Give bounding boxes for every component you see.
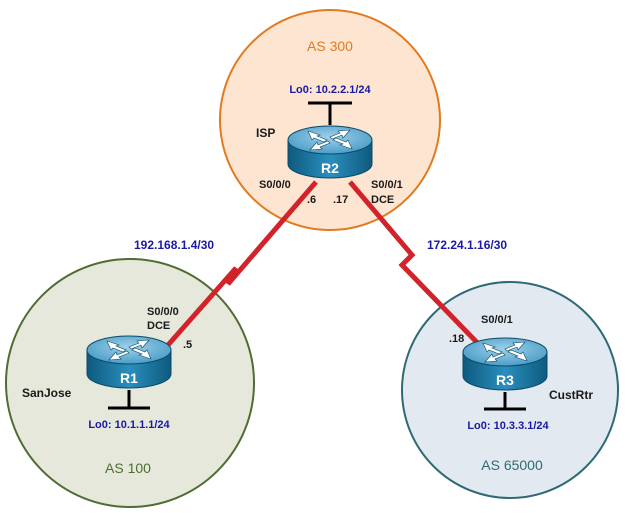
router-r3-custrtr[interactable]: R3 xyxy=(462,337,548,391)
isp-loopback-symbol xyxy=(308,101,352,125)
sanjose-hostname: SanJose xyxy=(22,386,72,400)
link-sanjose-isp xyxy=(151,180,318,364)
sanjose-loopback-symbol xyxy=(108,390,150,410)
link-isp-custrtr xyxy=(348,180,494,360)
router-r2-id: R2 xyxy=(321,160,339,176)
router-r3-id: R3 xyxy=(496,372,514,388)
sanjose-s000-address: .5 xyxy=(183,339,192,351)
custrtr-hostname: CustRtr xyxy=(549,388,593,402)
network-isp-custrtr: 172.24.1.16/30 xyxy=(427,238,507,252)
custrtr-loopback-address: Lo0: 10.3.3.1/24 xyxy=(467,420,549,432)
isp-s000-address: .6 xyxy=(307,194,316,206)
sanjose-s000-interface: S0/0/0 xyxy=(147,306,179,318)
isp-s001-dce: DCE xyxy=(371,194,394,206)
isp-loopback-address: Lo0: 10.2.2.1/24 xyxy=(289,84,371,96)
custrtr-loopback-symbol xyxy=(484,392,526,411)
sanjose-s000-dce: DCE xyxy=(147,320,170,332)
router-r1-id: R1 xyxy=(120,370,138,386)
isp-hostname: ISP xyxy=(256,126,275,140)
isp-s000-interface: S0/0/0 xyxy=(259,179,291,191)
as100-label: AS 100 xyxy=(105,460,151,476)
custrtr-s001-interface: S0/0/1 xyxy=(481,314,513,326)
isp-s001-interface: S0/0/1 xyxy=(371,179,403,191)
custrtr-s001-address: .18 xyxy=(449,333,464,345)
as65000-label: AS 65000 xyxy=(481,457,543,473)
network-sanjose-isp: 192.168.1.4/30 xyxy=(134,238,214,252)
isp-s001-address: .17 xyxy=(333,194,348,206)
sanjose-loopback-address: Lo0: 10.1.1.1/24 xyxy=(88,419,170,431)
router-r1-sanjose[interactable]: R1 xyxy=(86,335,172,389)
router-r2-isp[interactable]: R2 xyxy=(287,125,373,179)
as300-label: AS 300 xyxy=(307,38,353,54)
